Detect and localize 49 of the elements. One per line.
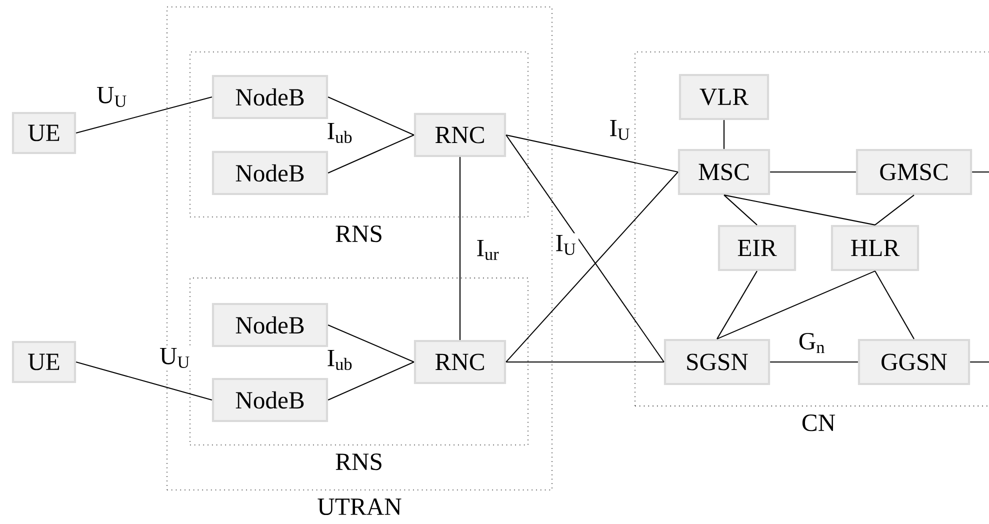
network-element-box: EIR [718, 224, 796, 272]
node-label: RNS [336, 454, 382, 470]
connection-line [970, 361, 989, 363]
connection-line [770, 361, 858, 363]
network-element-box: GGSN [858, 338, 970, 386]
connection-line [770, 171, 856, 173]
connection-line [506, 134, 678, 173]
network-element-box: NodeB [212, 150, 328, 196]
connection-line [724, 194, 758, 226]
network-element-box: RNC [414, 112, 506, 158]
network-element-box: MSC [678, 148, 770, 196]
network-element-box: RNC [414, 340, 506, 384]
node-label: UTRAN [318, 498, 402, 516]
connection-line [76, 362, 212, 400]
connection-line [723, 120, 725, 149]
edge-label: U$_{U}$ [94, 85, 130, 109]
connection-line [716, 270, 876, 340]
connection-line [76, 96, 212, 134]
network-element-box: NodeB [212, 302, 328, 348]
edge-label: I$_{U}$ [608, 118, 633, 142]
connection-line [716, 270, 758, 340]
network-element-box: UE [12, 340, 76, 384]
connection-line [328, 96, 414, 136]
edge-label: I$_{ub}$ [325, 121, 355, 145]
network-element-box: UE [12, 112, 76, 154]
network-element-box: SGSN [664, 338, 770, 386]
connection-line [506, 361, 664, 363]
network-element-box: NodeB [212, 74, 328, 120]
node-label: RNS [336, 226, 382, 242]
connection-line [328, 362, 414, 400]
connection-line [506, 172, 678, 362]
connection-line [724, 194, 876, 226]
connection-line [459, 157, 461, 340]
connection-line [328, 134, 414, 174]
connection-line [874, 270, 914, 340]
network-element-box: NodeB [212, 378, 328, 422]
connection-line [328, 324, 414, 362]
edge-label: G$_{n}$ [796, 331, 828, 355]
network-element-box: GMSC [856, 148, 972, 196]
network-element-box: VLR [678, 74, 770, 120]
connection-line [506, 134, 664, 362]
edge-label: I$_{ur}$ [474, 238, 502, 262]
edge-label: I$_{U}$ [554, 233, 579, 257]
node-label: CN [802, 414, 836, 432]
network-element-box: HLR [830, 224, 920, 272]
connection-line [874, 194, 914, 226]
edge-label: I$_{ub}$ [325, 348, 355, 372]
connection-line [972, 171, 989, 173]
edge-label: U$_{U}$ [158, 346, 192, 370]
